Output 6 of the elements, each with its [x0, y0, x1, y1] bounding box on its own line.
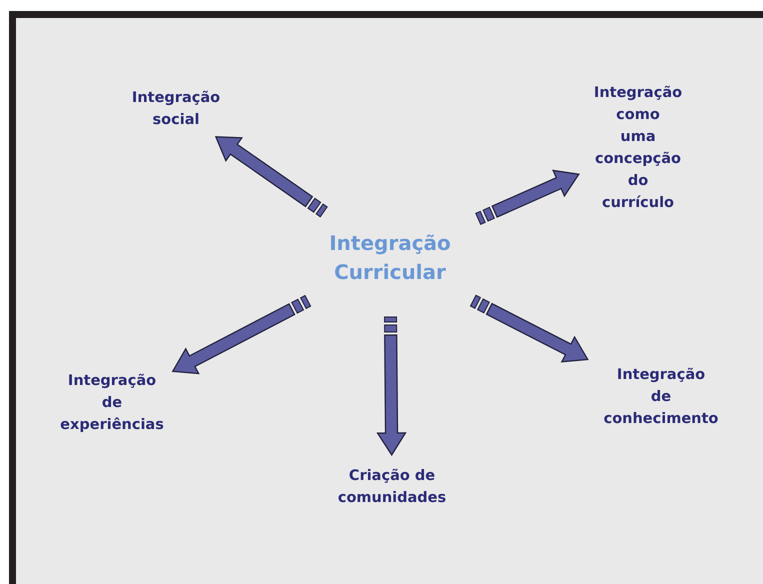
node-label: Integração de experiências [60, 372, 164, 435]
node-label: Integração de conhecimento [602, 366, 720, 429]
node-label: Integração Curricular [329, 230, 451, 286]
node-label: Criação de comunidades [336, 467, 448, 508]
node-label: Integração social [132, 89, 220, 130]
node-label: Integração como uma concepção do currículo [592, 84, 684, 213]
